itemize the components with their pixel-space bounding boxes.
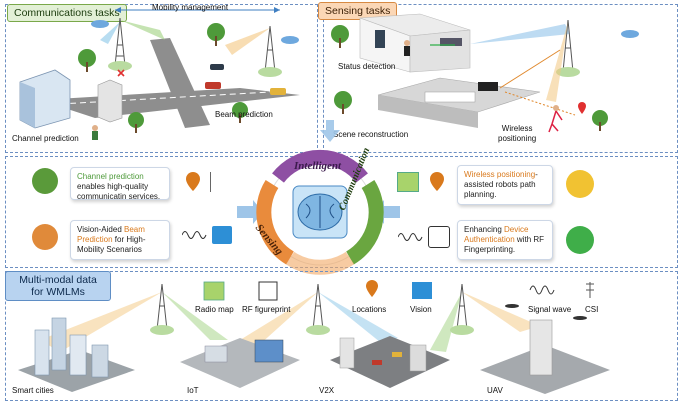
- uav-label: UAV: [487, 386, 503, 395]
- multimodal-title-line2: for WMLMs: [31, 286, 85, 298]
- location-pin-icon: [430, 172, 444, 192]
- status-detection-label: Status detection: [338, 62, 396, 71]
- mobility-management-label: Mobility management: [152, 3, 229, 12]
- sensing-title: Sensing tasks: [318, 2, 398, 20]
- multimodal-panel: [5, 271, 678, 401]
- csi-label: CSI: [585, 305, 599, 314]
- device-authentication-card: Enhancing Device Authentication with RF …: [457, 220, 553, 260]
- channel-prediction-card: Channel prediction enables high-quality …: [70, 167, 170, 201]
- wireless-positioning-card: Wireless positioning-assisted robots pat…: [457, 165, 553, 205]
- person-avatar-icon: [32, 224, 58, 250]
- map-icon: [397, 172, 419, 192]
- sensing-panel: [323, 4, 678, 153]
- v2x-label: V2X: [319, 386, 335, 395]
- beam-prediction-label: Beam prediction: [215, 110, 273, 119]
- signal-wave-label: Signal wave: [528, 305, 572, 314]
- image-icon: [212, 226, 232, 244]
- multimodal-title-line1: Multi-modal data: [19, 274, 97, 286]
- location-pin-icon: [186, 172, 200, 192]
- channel-prediction-label: Channel prediction: [12, 134, 79, 143]
- signal-wave-icon: [182, 228, 208, 242]
- radio-map-label: Radio map: [195, 305, 234, 314]
- radio-device-icon: [566, 226, 594, 254]
- communications-title: Communications tasks: [7, 4, 127, 22]
- communications-panel: [5, 4, 318, 153]
- locations-label: Locations: [352, 305, 387, 314]
- multimodal-title: Multi-modal data for WMLMs: [5, 271, 111, 301]
- smart-cities-label: Smart cities: [12, 386, 54, 395]
- rf-fingerprint-label: RF figureprint: [242, 305, 291, 314]
- signal-wave-icon: [398, 230, 424, 244]
- vision-label: Vision: [410, 305, 432, 314]
- person-avatar-icon: [32, 168, 58, 194]
- fingerprint-icon: [428, 226, 450, 248]
- scene-reconstruction-label: Scene reconstruction: [333, 130, 409, 139]
- wireless-positioning-label: Wireless positioning: [498, 124, 537, 143]
- robot-icon: [566, 170, 594, 198]
- iot-label: IoT: [187, 386, 199, 395]
- intelligent-label: Intelligent: [294, 160, 342, 172]
- beam-prediction-card: Vision-Aided Beam Prediction for High-Mo…: [70, 220, 170, 260]
- antenna-icon: [210, 172, 227, 192]
